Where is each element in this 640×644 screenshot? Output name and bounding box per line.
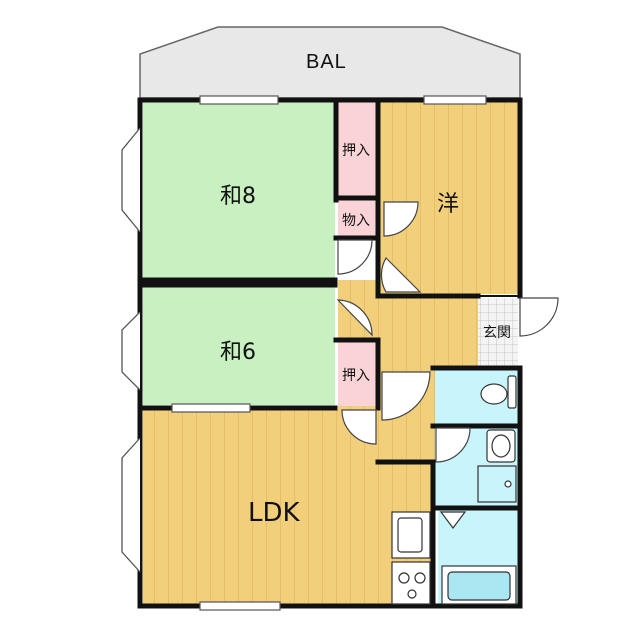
kitchen-sink-icon — [391, 511, 431, 559]
bath-door — [439, 511, 467, 529]
mono-ire-label: 物入 — [342, 213, 370, 229]
oshiire-upper-box — [338, 102, 378, 196]
room-ldk-label: LDK — [248, 498, 300, 528]
toilet-icon — [480, 375, 517, 409]
room-washitsu6-floor — [143, 287, 335, 405]
stove-icon — [391, 561, 431, 605]
room-washitsu8-label: 和8 — [220, 184, 256, 209]
oshiire-upper-label: 押入 — [342, 143, 370, 159]
room-washitsu8-floor — [143, 102, 335, 278]
bathtub-icon — [441, 565, 517, 605]
genkan-tile — [478, 298, 518, 366]
door-swing-icon — [336, 201, 559, 463]
oshiire-lower-box — [338, 340, 378, 406]
mono-ire-box — [338, 200, 378, 238]
room-washitsu6-label: 和6 — [220, 340, 256, 365]
window-icon — [171, 95, 487, 611]
genkan-label: 玄関 — [483, 325, 511, 341]
room-youshitsu-label: 洋 — [437, 192, 460, 217]
balcony-label: BAL — [306, 51, 347, 73]
oshiire-lower-label: 押入 — [342, 368, 370, 384]
bay-window — [121, 127, 141, 573]
room-ldk-floor — [143, 410, 435, 606]
room-youshitsu-floor — [380, 102, 518, 294]
washbasin-icon — [477, 429, 517, 503]
